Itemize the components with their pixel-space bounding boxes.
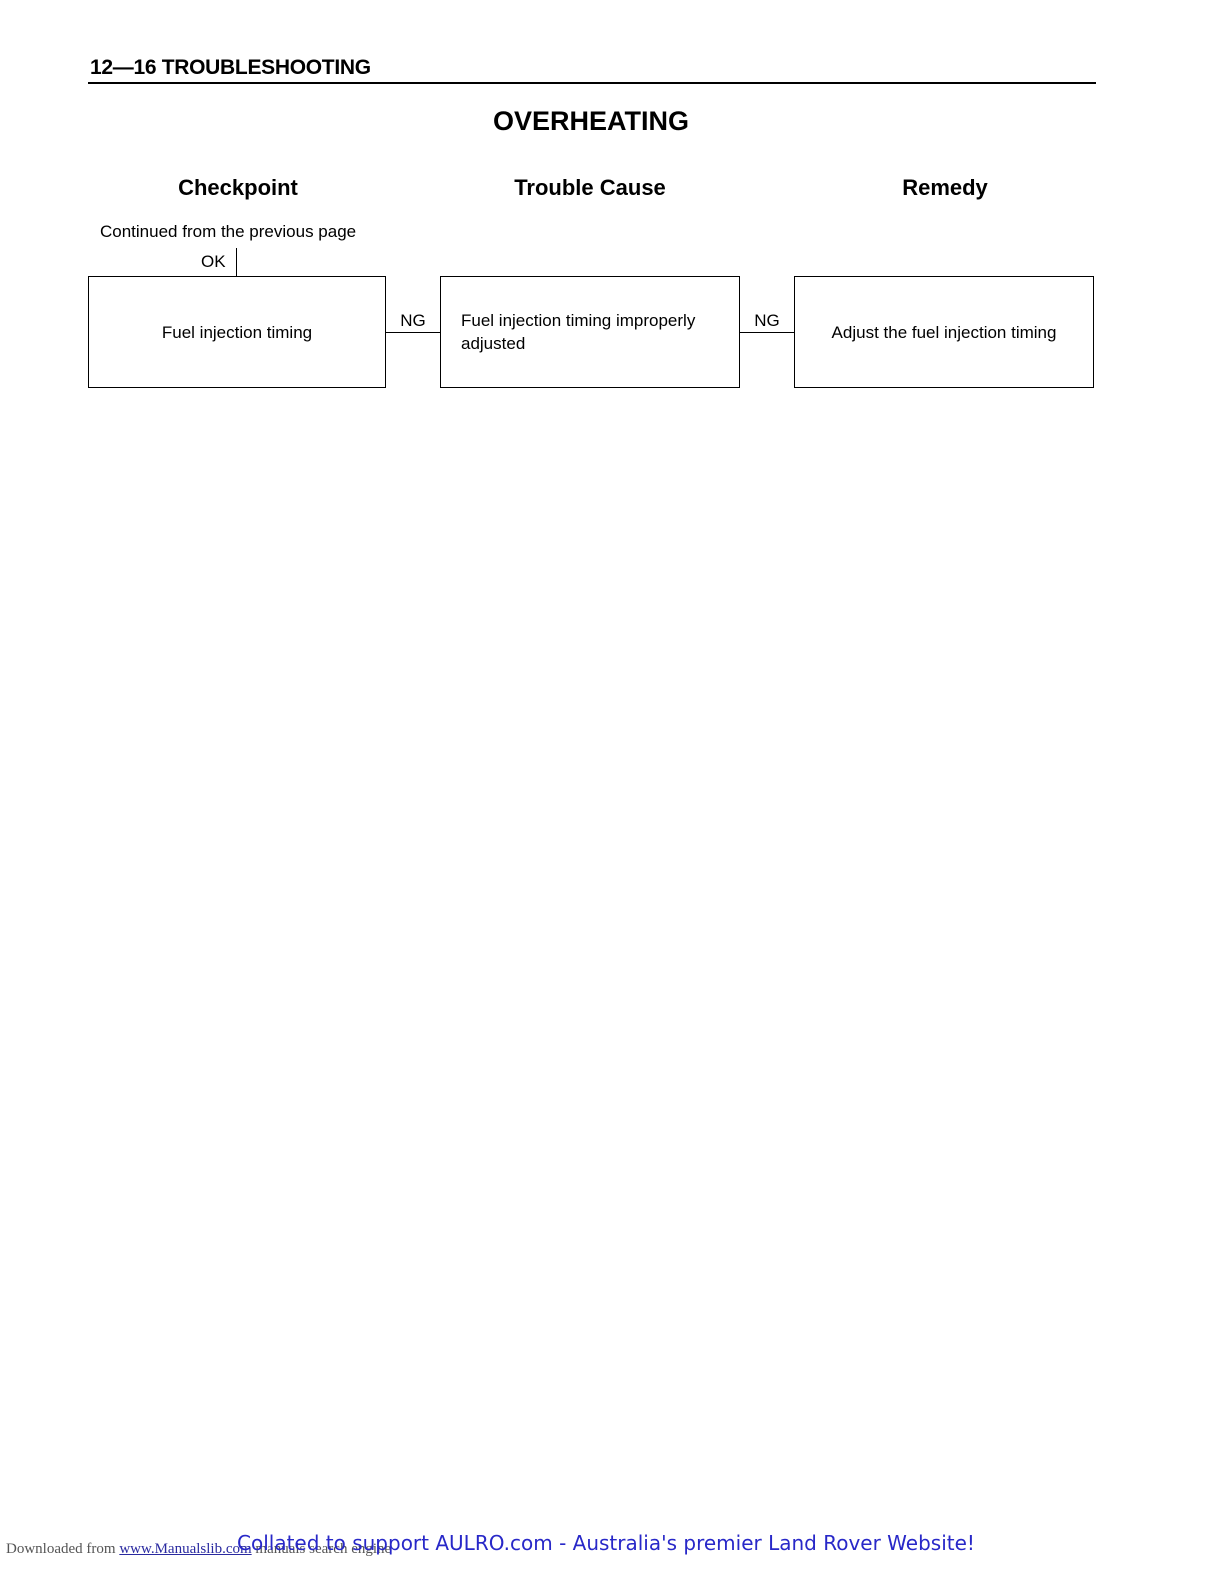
checkpoint-box: Fuel injection timing bbox=[88, 276, 386, 388]
ng-connector-line-1 bbox=[386, 332, 440, 333]
ng-label-2: NG bbox=[754, 311, 780, 330]
manualslib-link[interactable]: www.Manualslib.com bbox=[119, 1541, 252, 1557]
trouble-cause-box: Fuel injection timing improperly adjuste… bbox=[440, 276, 740, 388]
column-heading-trouble-cause: Trouble Cause bbox=[514, 175, 666, 200]
column-heading-remedy: Remedy bbox=[902, 175, 988, 200]
ng-label-1: NG bbox=[400, 311, 426, 330]
checkpoint-box-text: Fuel injection timing bbox=[161, 322, 313, 342]
footer-collated-note: Collated to support AULRO.com - Australi… bbox=[237, 1531, 975, 1555]
footer-download-note: Downloaded from www.Manualslib.com manua… bbox=[6, 1541, 391, 1558]
trouble-cause-box-text: Fuel injection timing improperly adjuste… bbox=[461, 311, 696, 353]
page-heading: OVERHEATING bbox=[492, 106, 689, 136]
page-header-title: 12—16 TROUBLESHOOTING bbox=[90, 56, 371, 79]
remedy-box-text: Adjust the fuel injection timing bbox=[831, 322, 1057, 342]
remedy-box: Adjust the fuel injection timing bbox=[794, 276, 1094, 388]
column-heading-checkpoint: Checkpoint bbox=[178, 175, 298, 200]
footer-download-suffix: manuals search engine bbox=[251, 1541, 392, 1557]
header-rule bbox=[88, 82, 1096, 84]
ok-label: OK bbox=[201, 252, 226, 271]
continued-note: Continued from the previous page bbox=[100, 222, 357, 241]
ng-connector-line-2 bbox=[740, 332, 794, 333]
footer-download-prefix: Downloaded from bbox=[6, 1541, 120, 1557]
ok-connector-line bbox=[236, 248, 237, 276]
